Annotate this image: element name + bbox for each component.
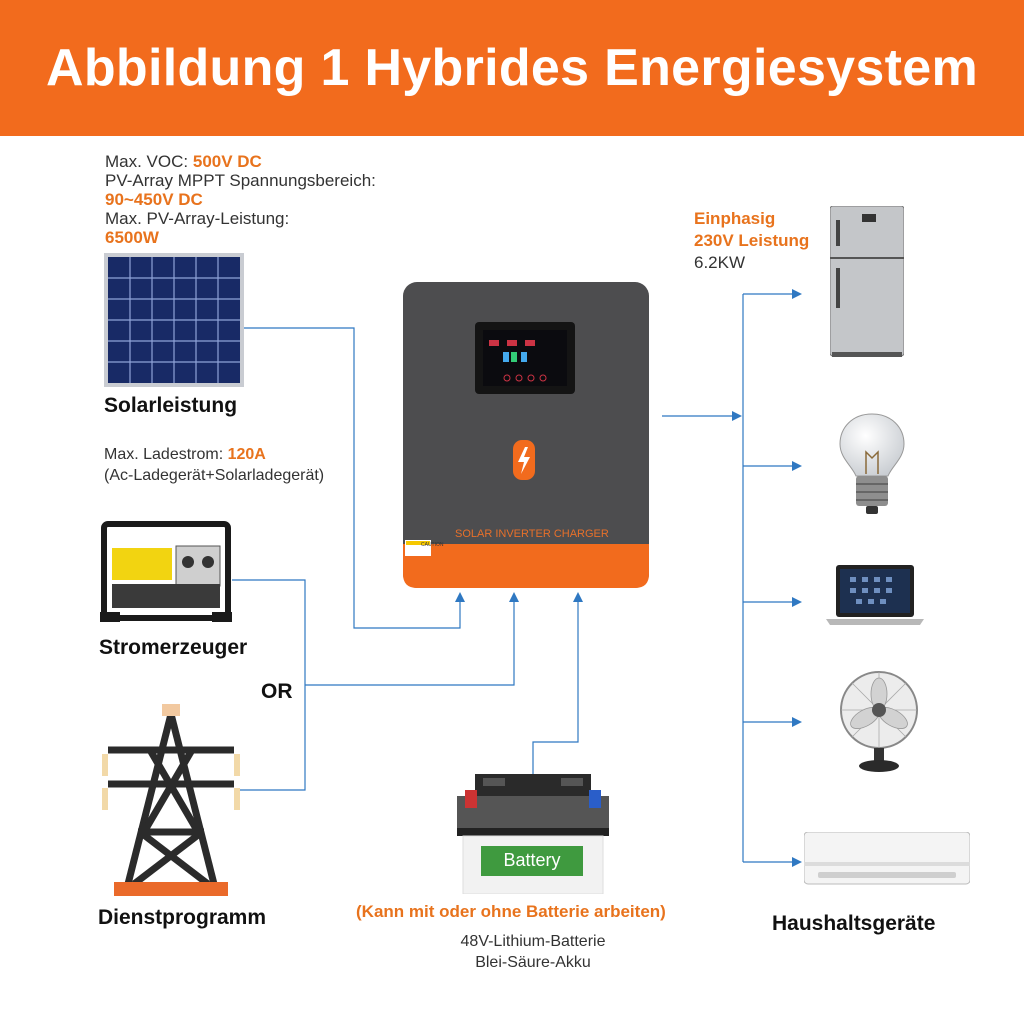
battery-types: 48V-Lithium-Batterie Blei-Säure-Akku bbox=[433, 931, 633, 973]
battery-note: (Kann mit oder ohne Batterie arbeiten) bbox=[356, 902, 666, 921]
battery-type-lead-acid: Blei-Säure-Akku bbox=[475, 954, 591, 971]
battery-type-lithium: 48V-Lithium-Batterie bbox=[460, 933, 606, 950]
header-banner: Abbildung 1 Hybrides Energiesystem bbox=[0, 0, 1024, 136]
caution-label: CAUTION bbox=[421, 542, 444, 548]
charge-specs: Max. Ladestrom: 120A (Ac-Ladegerät+Solar… bbox=[104, 444, 324, 486]
desk-fan-icon bbox=[840, 671, 918, 772]
charge-current-label: Max. Ladestrom: bbox=[104, 446, 228, 463]
battery-body bbox=[457, 774, 609, 894]
fridge-icon bbox=[830, 206, 904, 357]
laptop-icon bbox=[826, 565, 924, 625]
air-conditioner-icon bbox=[804, 832, 970, 885]
charge-source-note: (Ac-Ladegerät+Solarladegerät) bbox=[104, 467, 325, 484]
page-title: Abbildung 1 Hybrides Energiesystem bbox=[46, 39, 978, 97]
utility-label: Dienstprogramm bbox=[98, 906, 267, 929]
output-specs: Einphasig 230V Leistung 6.2KW bbox=[694, 208, 809, 274]
appliances-label: Haushaltsgeräte bbox=[772, 912, 936, 935]
wire-grid-merge bbox=[305, 592, 519, 686]
output-phase: Einphasig bbox=[694, 209, 776, 228]
wire-battery bbox=[532, 592, 583, 796]
generator-label: Stromerzeuger bbox=[99, 636, 248, 659]
voc-label: Max. VOC: bbox=[105, 152, 193, 171]
mppt-label: PV-Array MPPT Spannungsbereich: bbox=[105, 171, 376, 190]
or-label: OR bbox=[261, 680, 293, 703]
solar-label: Solarleistung bbox=[104, 394, 238, 417]
inverter-device-label: SOLAR INVERTER CHARGER bbox=[455, 528, 609, 540]
charge-current-value: 120A bbox=[227, 446, 266, 463]
battery-device-label: Battery bbox=[503, 850, 561, 870]
power-value: 6500W bbox=[105, 228, 159, 247]
solar-panel-icon bbox=[104, 253, 244, 387]
generator-icon bbox=[100, 521, 232, 622]
output-voltage: 230V Leistung bbox=[694, 231, 810, 250]
battery-device: Battery bbox=[457, 772, 609, 894]
power-label: Max. PV-Array-Leistung: bbox=[105, 209, 290, 228]
mppt-value: 90~450V DC bbox=[105, 190, 203, 209]
solar-specs: Max. VOC: 500V DC PV-Array MPPT Spannung… bbox=[105, 152, 376, 247]
inverter-body bbox=[403, 282, 649, 588]
wire-solar bbox=[240, 327, 465, 629]
output-power: 6.2KW bbox=[694, 253, 746, 272]
light-bulb-icon bbox=[839, 413, 905, 514]
voc-value: 500V DC bbox=[192, 152, 262, 171]
power-pylon-icon bbox=[102, 704, 240, 896]
inverter-device: SOLAR INVERTER CHARGER CAUTION bbox=[403, 282, 649, 588]
